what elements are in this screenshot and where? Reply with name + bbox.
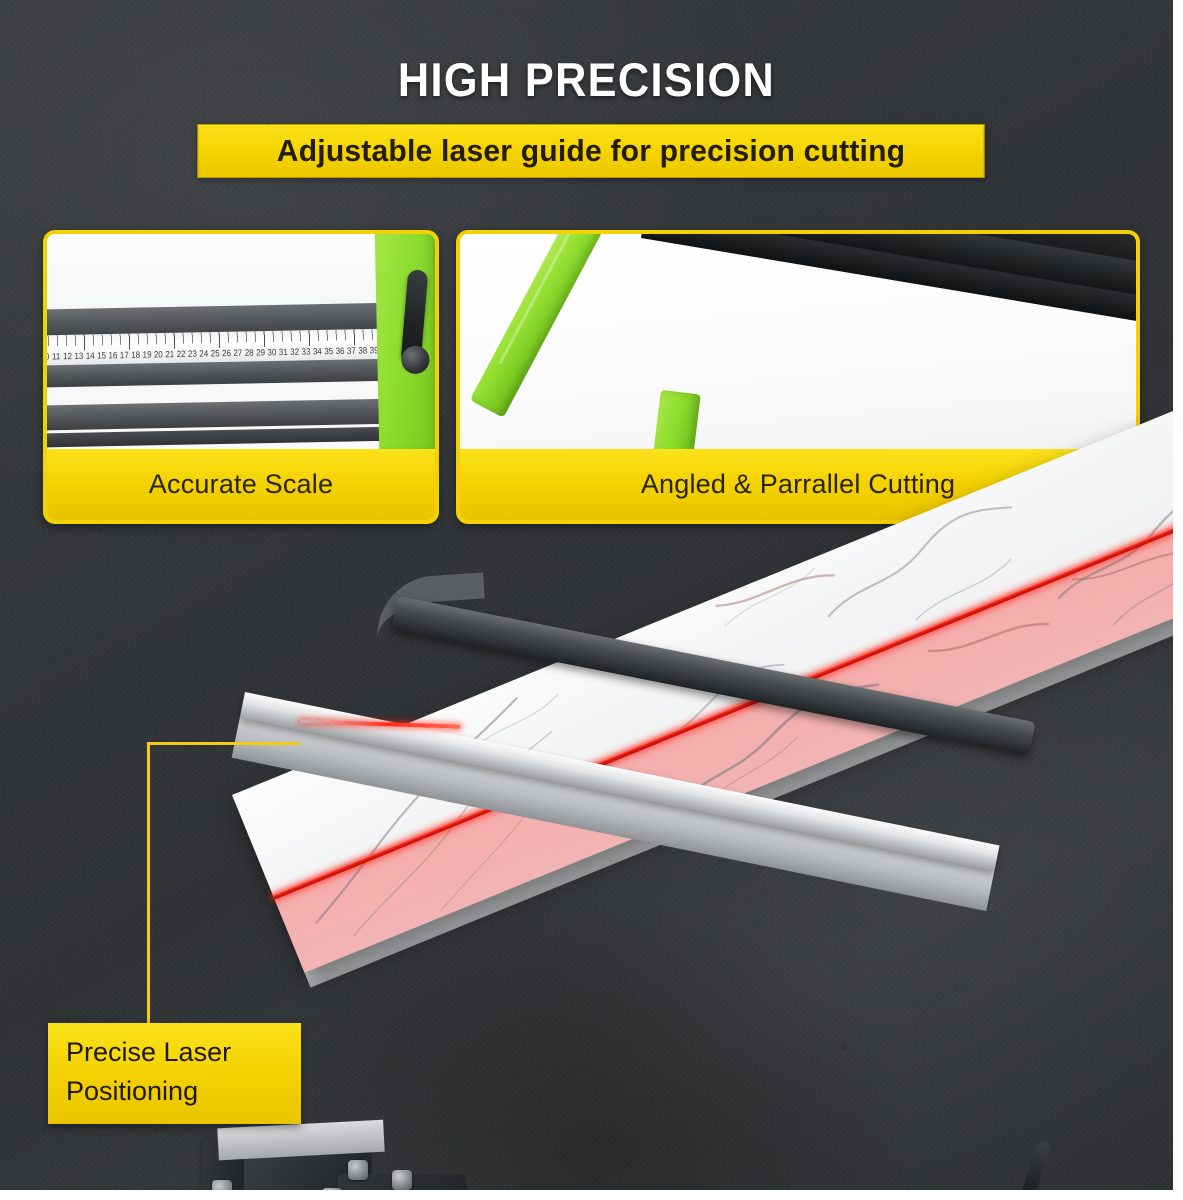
panel-caption-accurate-scale: Accurate Scale	[47, 449, 435, 520]
ruler-tick-number: 15	[97, 349, 107, 361]
ruler-tick-number: 35	[324, 345, 334, 357]
bolt-icon	[392, 1170, 412, 1190]
green-arm-foot	[653, 389, 701, 449]
angled-cutting-photo	[460, 234, 1136, 449]
ruler-tick-number: 21	[165, 348, 175, 360]
callout-precise-laser-positioning: Precise Laser Positioning	[48, 1023, 301, 1124]
ruler-tick-number: 14	[85, 350, 95, 361]
ruler-tick-number: 20	[153, 348, 163, 360]
cutting-head-assembly	[196, 1119, 526, 1200]
callout-line-2: Positioning	[66, 1076, 199, 1106]
ruler-tick-number: 30	[267, 346, 277, 358]
ruler-tick-number: 38	[358, 344, 368, 356]
ruler-tick-number: 36	[335, 345, 345, 356]
ruler-tick-number: 28	[244, 347, 254, 358]
page-title: HIGH PRECISION	[397, 53, 776, 106]
ruler-tick-number: 11	[51, 350, 61, 362]
ruler-tick-number: 31	[278, 346, 288, 357]
frame-edge-right	[1173, 0, 1183, 1200]
ruler-tick-number: 32	[290, 346, 300, 357]
frame-edge-bottom	[0, 1190, 1183, 1200]
subtitle-banner: Adjustable laser guide for precision cut…	[197, 124, 985, 178]
callout-line-1: Precise Laser	[66, 1037, 232, 1067]
ruler-tick-number: 13	[74, 350, 84, 361]
ruler-tick-number: 27	[233, 347, 243, 358]
ruler-tick-number: 25	[210, 347, 220, 359]
ruler-tick-number: 23	[187, 348, 197, 359]
ruler-tick-number: 33	[301, 345, 311, 357]
feature-panel-angled-cutting: Angled & Parrallel Cutting	[456, 230, 1140, 524]
ruler-tick-number: 12	[62, 350, 73, 362]
callout-leader-vertical	[147, 742, 150, 1027]
ruler-tick-number: 18	[131, 349, 141, 360]
green-end-stop	[374, 234, 435, 449]
ruler-tick-number: 26	[221, 347, 232, 359]
ruler-tick-number: 34	[312, 345, 322, 357]
ruler-tick-number: 19	[142, 349, 152, 360]
bolt-icon	[348, 1160, 368, 1180]
ruler-tick-number: 37	[346, 345, 356, 356]
ruler-tick-number: 17	[119, 349, 129, 361]
ruler-tick-number: 29	[256, 346, 266, 358]
ruler-tick-number: 24	[199, 347, 209, 359]
clamp-knob-icon	[401, 345, 430, 375]
callout-leader-horizontal	[147, 742, 299, 745]
ruler-tick-number: 22	[176, 348, 186, 359]
ruler-tick-number: 16	[108, 349, 118, 361]
